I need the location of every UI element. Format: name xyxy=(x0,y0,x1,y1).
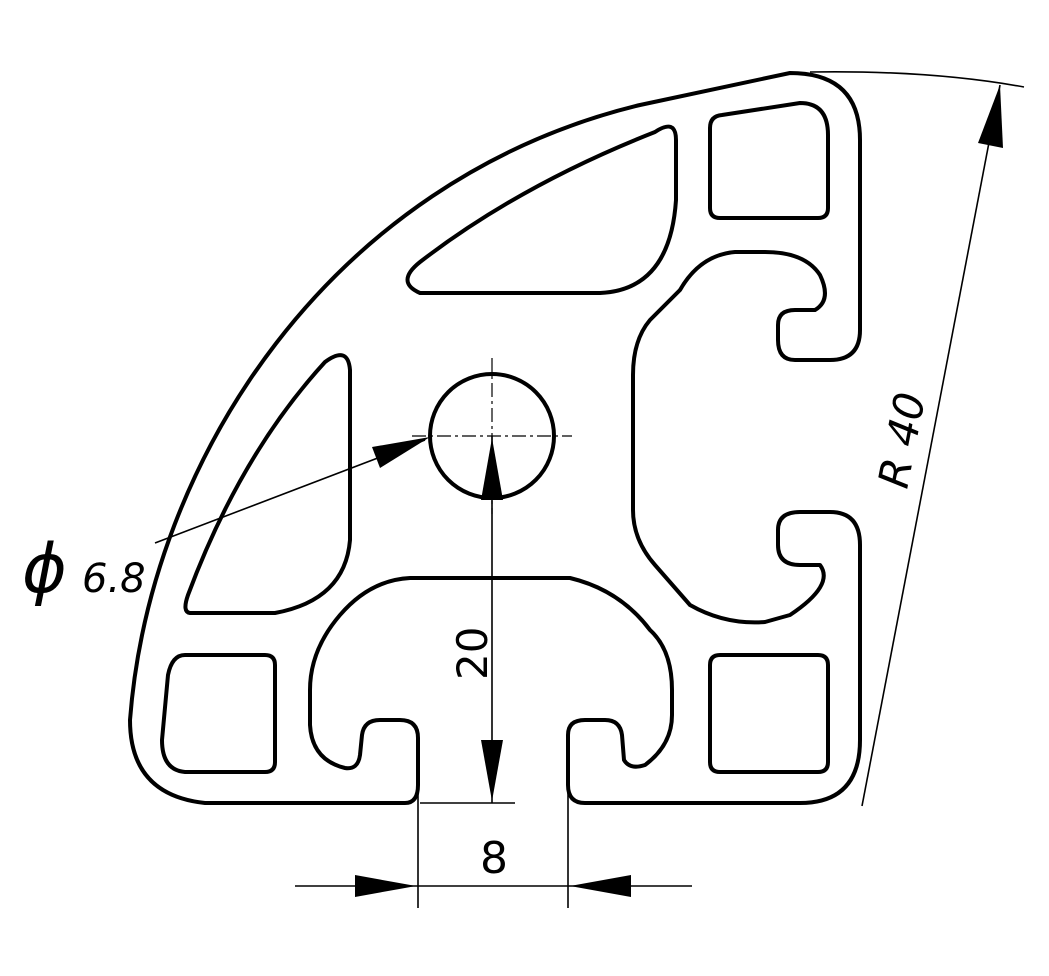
cavity-bottom-left-square xyxy=(160,653,277,774)
height-arrow-top xyxy=(481,438,503,500)
radius-dimension-line xyxy=(861,84,1001,807)
width-value: 8 xyxy=(480,833,508,884)
width-arrow-right xyxy=(570,875,631,897)
width-arrow-left xyxy=(355,875,416,897)
radius-arc-extension xyxy=(809,71,1025,88)
cavity-left-wedge xyxy=(183,353,352,615)
radius-arrow xyxy=(978,85,1003,148)
cavity-top-wedge xyxy=(405,124,678,295)
cavity-top-right-square xyxy=(708,101,830,220)
height-arrow-bottom xyxy=(481,740,503,801)
cavity-bottom-right-square xyxy=(708,653,830,774)
diameter-symbol: ϕ xyxy=(22,530,67,609)
diameter-arrow xyxy=(372,437,430,468)
height-value: 20 xyxy=(448,627,497,680)
diameter-value: 6.8 xyxy=(82,556,146,602)
outer-contour xyxy=(128,71,862,805)
